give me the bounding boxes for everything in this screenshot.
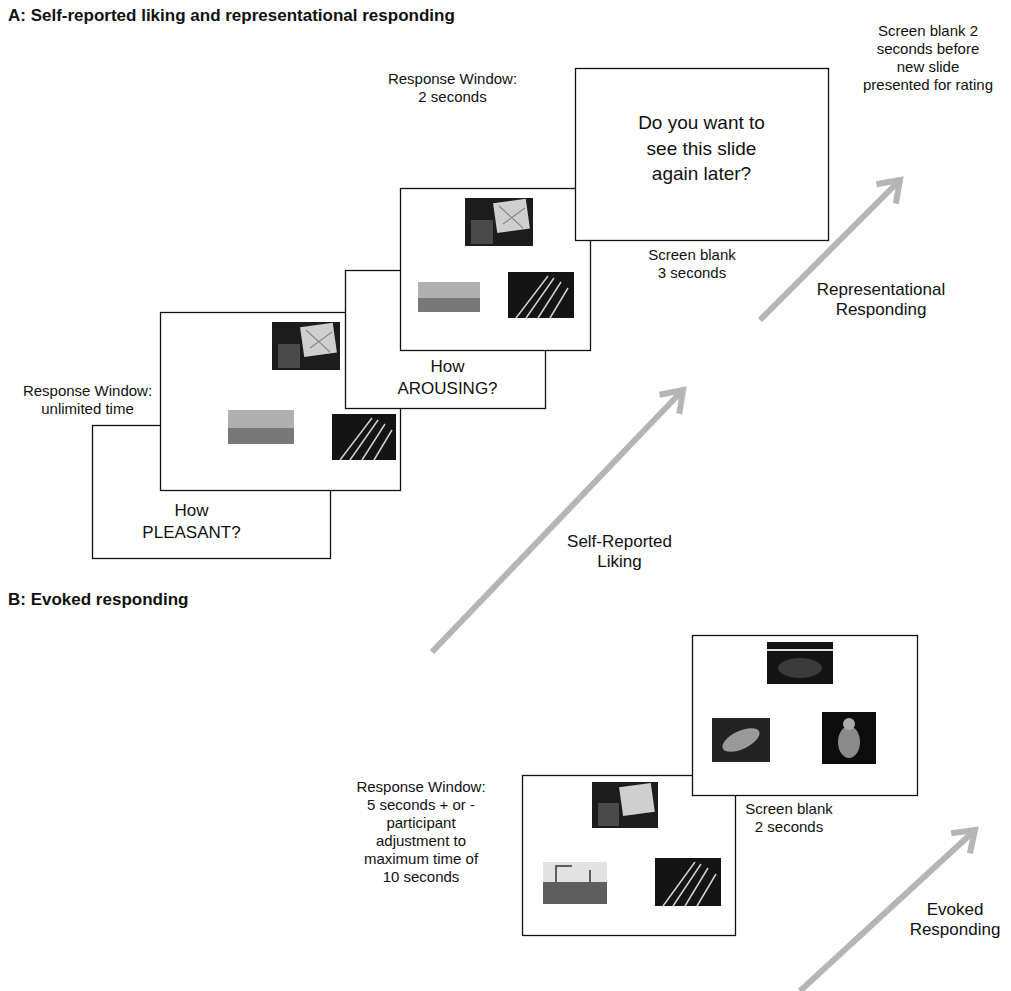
- photo-slide-part: [592, 782, 658, 828]
- label-slot: Response Window: unlimited time: [20, 382, 155, 418]
- label-slot: Screen blank 2 seconds: [742, 800, 836, 836]
- photo-slide-part: [838, 726, 860, 758]
- photo-slide: [693, 636, 918, 796]
- photo-slide-part: [822, 712, 876, 764]
- photo-slide-part: [556, 866, 590, 882]
- photo-slide-part: [543, 882, 607, 904]
- photo-slide-part: [278, 344, 300, 368]
- photo-slide-part: [272, 322, 340, 370]
- photo-slide-part: [418, 282, 480, 312]
- photo-slide-part: [693, 636, 918, 796]
- photo-slide-part: [228, 410, 294, 444]
- photo-slide-part: [401, 189, 591, 351]
- label-slot: Screen blank 2 seconds before new slide …: [862, 22, 994, 94]
- photo-slide-part: [306, 330, 332, 352]
- photo-slide-part: [465, 198, 533, 246]
- phase-label: Self-Reported Liking: [562, 532, 677, 573]
- photo-slide-part: [598, 803, 619, 826]
- photo-slide-part: [228, 428, 294, 444]
- timing-note: Screen blank 3 seconds: [645, 246, 739, 282]
- photo-slide-part: [619, 783, 655, 816]
- photo-slide-part: [340, 418, 392, 460]
- photo-slide-part: [471, 220, 493, 244]
- progress-arrow-part: [876, 180, 900, 204]
- photo-slide-part: [543, 862, 607, 904]
- timing-note: Screen blank 2 seconds: [742, 800, 836, 836]
- photo-slide-part: [719, 723, 763, 756]
- label-slot: Evoked Responding: [905, 900, 1005, 941]
- label-slot: A: Self-reported liking and representati…: [8, 6, 608, 26]
- label-slot: Response Window: 2 seconds: [385, 70, 520, 106]
- panel-heading: A: Self-reported liking and representati…: [8, 6, 608, 26]
- panel-heading: B: Evoked responding: [8, 590, 408, 610]
- photo-slide-part: [767, 642, 833, 684]
- progress-arrow-part: [432, 392, 681, 652]
- timing-note: Response Window: 5 seconds + or - partic…: [355, 778, 487, 886]
- photo-slide-part: [499, 206, 525, 228]
- photo-slide-part: [493, 199, 530, 233]
- photo-slide-part: [523, 776, 736, 936]
- photo-slide-part: [767, 649, 833, 651]
- photo-slide: [523, 776, 736, 936]
- label-slot: B: Evoked responding: [8, 590, 408, 610]
- photo-slide-part: [843, 718, 855, 730]
- progress-arrow-part: [760, 182, 898, 320]
- photo-slide-part: [663, 862, 716, 906]
- photo-slide-part: [712, 718, 770, 762]
- timing-note: Response Window: unlimited time: [20, 382, 155, 418]
- rating-slide: How PLEASANT?: [92, 425, 330, 558]
- phase-label: Evoked Responding: [905, 900, 1005, 941]
- photo-slide-part: [332, 414, 396, 460]
- timing-note: Response Window: 2 seconds: [385, 70, 520, 106]
- photo-slide: [401, 189, 591, 351]
- label-slot: Representational Responding: [812, 280, 950, 321]
- photo-slide-part: [516, 276, 568, 318]
- progress-arrow-part: [660, 390, 684, 414]
- photo-slide-part: [300, 323, 337, 357]
- progress-arrow: [432, 180, 975, 991]
- photo-slide-part: [655, 858, 721, 906]
- slide-card-outline: [576, 69, 829, 241]
- slide-prompt: Do you want to see this slide again late…: [634, 110, 769, 187]
- slide-prompt: How PLEASANT?: [134, 500, 249, 544]
- timing-note: Screen blank 2 seconds before new slide …: [862, 22, 994, 94]
- photo-slide-part: [418, 298, 480, 312]
- slide-prompt: How AROUSING?: [390, 356, 505, 400]
- label-slot: Screen blank 3 seconds: [645, 246, 739, 282]
- label-slot: Response Window: 5 seconds + or - partic…: [355, 778, 487, 886]
- rating-slide: How AROUSING?: [345, 270, 545, 408]
- question-slide: Do you want to see this slide again late…: [575, 68, 828, 240]
- phase-label: Representational Responding: [812, 280, 950, 321]
- photo-slide-part: [508, 272, 574, 318]
- progress-arrow-part: [951, 830, 975, 853]
- label-slot: Self-Reported Liking: [562, 532, 677, 573]
- photo-slide-part: [778, 658, 822, 678]
